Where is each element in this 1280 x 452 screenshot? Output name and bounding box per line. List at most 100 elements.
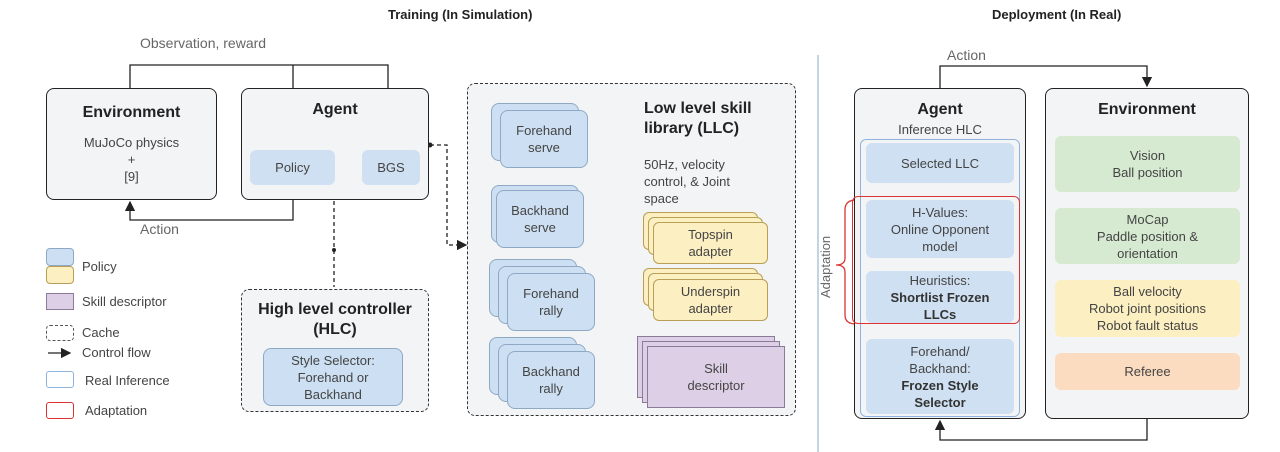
agent-llc-link (430, 144, 468, 251)
mocap-node: MoCap Paddle position & orientation (1055, 208, 1240, 264)
descriptor-line: descriptor (687, 378, 745, 393)
vision-line: Vision (1129, 148, 1166, 163)
style-line: Frozen Style (901, 377, 979, 393)
adapter-topspin: Topspin adapter (653, 222, 768, 264)
legend-control-label: Control flow (82, 345, 151, 360)
robot-line: Robot fault status (1096, 318, 1199, 333)
mocap-line: MoCap (1126, 211, 1169, 227)
skill-line: rally (539, 381, 563, 396)
hvalues-line: H-Values: (911, 204, 969, 220)
llc-title-line: library (LLC) (644, 120, 740, 137)
skill-backhand-rally: Backhand rally (507, 351, 595, 409)
environment-line: + (127, 151, 136, 167)
hlc-title: High level controller (HLC) (242, 300, 428, 340)
action-arrow (124, 186, 294, 221)
legend-policy-swatch-yellow (46, 266, 74, 284)
robot-state-node: Ball velocity Robot joint positions Robo… (1055, 280, 1240, 337)
deploy-action-arrow (939, 65, 1153, 88)
heuristics-line: Heuristics: (909, 272, 971, 288)
adaptation-vertical-label: Adaptation (818, 235, 833, 298)
style-line: Backhand: (909, 360, 971, 376)
skill-forehand-serve: Forehand serve (500, 110, 588, 168)
llc-description: 50Hz, velocity control, & Joint space (644, 156, 730, 207)
robot-line: Ball velocity (1113, 284, 1182, 299)
hvalues-line: Online Opponent (890, 221, 990, 237)
skill-line: Forehand (523, 286, 579, 301)
mocap-line: orientation (1117, 245, 1178, 261)
hvalues-line: model (922, 238, 958, 254)
deploy-action-label: Action (947, 47, 986, 63)
adaptation-brace (835, 199, 857, 325)
llc-title: Low level skill library (LLC) (644, 99, 752, 139)
hlc-title-line: High level controller (258, 301, 412, 318)
llc-desc-line: space (644, 191, 679, 206)
environment-line: [9] (124, 168, 139, 184)
legend-policy-swatch-blue (46, 248, 74, 266)
skill-forehand-rally: Forehand rally (507, 273, 595, 331)
policy-label: Policy (275, 160, 310, 175)
selector-line: Style Selector: (291, 352, 375, 368)
selector-line: Forehand or (297, 369, 369, 385)
hvalues-node: H-Values: Online Opponent model (866, 200, 1014, 258)
legend-adaptation-label: Adaptation (85, 403, 148, 418)
style-selector-node: Style Selector: Forehand or Backhand (263, 348, 403, 406)
bgs-label: BGS (377, 160, 405, 175)
vision-node: Vision Ball position (1055, 136, 1240, 192)
llc-desc-line: 50Hz, velocity (644, 157, 725, 172)
training-environment-box: Environment MuJoCo physics + [9] (46, 88, 217, 200)
selected-llc-label: Selected LLC (900, 155, 980, 171)
legend-inference-swatch (46, 371, 74, 388)
llc-title-line: Low level skill (644, 100, 752, 117)
robot-line: Robot joint positions (1088, 301, 1207, 316)
style-line: Selector (914, 394, 966, 410)
llc-desc-line: control, & Joint (644, 174, 730, 189)
environment-line: MuJoCo physics (83, 134, 180, 150)
adapter-line: Topspin (688, 227, 733, 242)
adapter-line: adapter (688, 301, 733, 316)
style-line: Forehand/ (910, 343, 970, 359)
heuristics-line: Shortlist Frozen (890, 289, 990, 305)
referee-label: Referee (1124, 364, 1171, 379)
skill-line: Backhand (511, 203, 569, 218)
heuristics-line: LLCs (923, 306, 957, 322)
descriptor-line: Skill (704, 361, 728, 376)
selector-line: Backhand (304, 386, 362, 402)
adapter-underspin: Underspin adapter (653, 279, 768, 321)
deploy-agent-subtitle: Inference HLC (898, 122, 982, 137)
vision-line: Ball position (1112, 165, 1183, 180)
deployment-heading: Deployment (In Real) (992, 7, 1122, 22)
deploy-agent-title: Agent (917, 101, 963, 118)
policy-node: Policy (250, 150, 335, 185)
agent-title: Agent (312, 101, 358, 118)
mocap-line: Paddle position & (1096, 228, 1199, 244)
skill-line: serve (528, 140, 560, 155)
legend-skill-label: Skill descriptor (82, 294, 167, 309)
action-label: Action (140, 221, 179, 237)
deploy-observation-arrow (934, 419, 1148, 441)
heuristics-node: Heuristics: Shortlist Frozen LLCs (866, 271, 1014, 323)
skill-line: Backhand (522, 364, 580, 379)
legend-inference-label: Real Inference (85, 373, 170, 388)
adapter-line: Underspin (680, 284, 741, 299)
style-selector-frozen-node: Forehand/ Backhand: Frozen Style Selecto… (866, 339, 1014, 414)
observation-label: Observation, reward (140, 35, 267, 51)
legend-cache-swatch (46, 325, 74, 341)
legend-adaptation-swatch (46, 402, 74, 419)
training-heading: Training (In Simulation) (388, 7, 533, 22)
skill-backhand-serve: Backhand serve (496, 190, 584, 248)
environment-title: Environment (82, 103, 181, 121)
referee-node: Referee (1055, 353, 1240, 390)
legend-arrow-icon (48, 347, 72, 359)
legend-cache-label: Cache (82, 325, 120, 340)
skill-line: rally (539, 303, 563, 318)
selected-llc-node: Selected LLC (866, 143, 1014, 183)
legend-policy-label: Policy (82, 259, 117, 274)
legend-skill-swatch (46, 293, 74, 310)
skill-line: Forehand (516, 123, 572, 138)
hlc-title-line: (HLC) (313, 321, 357, 338)
adaptation-frame (852, 196, 1020, 324)
skill-descriptor-node: Skill descriptor (647, 346, 785, 408)
adapter-line: adapter (688, 244, 733, 259)
bgs-node: BGS (362, 150, 420, 185)
deploy-environment-title: Environment (1098, 101, 1196, 118)
